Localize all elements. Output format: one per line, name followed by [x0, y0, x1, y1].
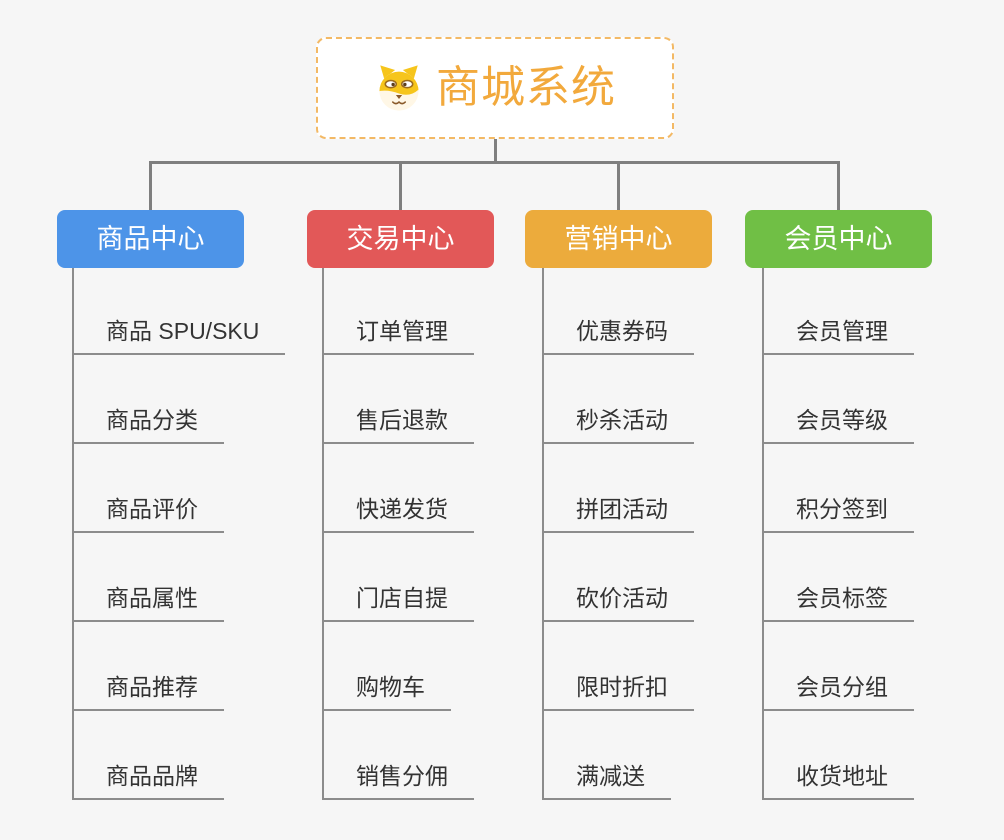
leaf-topic[interactable]: 会员管理 [764, 320, 914, 355]
leaf-topic[interactable]: 销售分佣 [324, 765, 474, 800]
leaf-topic[interactable]: 商品推荐 [74, 676, 224, 711]
root-topic[interactable]: 商城系统 [316, 37, 674, 139]
leaf-topic[interactable]: 商品品牌 [74, 765, 224, 800]
connector-drop-product [149, 161, 152, 210]
branch-label: 商品中心 [96, 223, 205, 254]
connector-drop-member [837, 161, 840, 210]
branch-children-column-marketing: 优惠券码 秒杀活动 拼团活动 砍价活动 限时折扣 满减送 [542, 268, 764, 800]
leaf-topic[interactable]: 会员标签 [764, 587, 914, 622]
root-topic-title: 商城系统 [436, 63, 616, 112]
branch-label: 会员中心 [784, 223, 893, 254]
branch-topic-product-center[interactable]: 商品中心 [57, 210, 244, 268]
leaf-topic[interactable]: 会员等级 [764, 409, 914, 444]
branch-topic-member-center[interactable]: 会员中心 [745, 210, 932, 268]
leaf-topic[interactable]: 商品评价 [74, 498, 224, 533]
leaf-topic[interactable]: 限时折扣 [544, 676, 694, 711]
leaf-topic[interactable]: 订单管理 [324, 320, 474, 355]
branch-topic-trade-center[interactable]: 交易中心 [307, 210, 494, 268]
branch-children-column-product: 商品 SPU/SKU 商品分类 商品评价 商品属性 商品推荐 商品品牌 [72, 268, 294, 800]
leaf-topic[interactable]: 商品属性 [74, 587, 224, 622]
leaf-topic[interactable]: 商品分类 [74, 409, 224, 444]
connector-bus [149, 161, 840, 164]
leaf-topic[interactable]: 售后退款 [324, 409, 474, 444]
dog-face-icon [374, 63, 424, 113]
connector-root-stem [494, 139, 497, 162]
branch-label: 交易中心 [346, 223, 455, 254]
leaf-topic[interactable]: 收货地址 [764, 765, 914, 800]
branch-children-column-trade: 订单管理 售后退款 快递发货 门店自提 购物车 销售分佣 [322, 268, 544, 800]
leaf-topic[interactable]: 优惠券码 [544, 320, 694, 355]
connector-drop-trade [399, 161, 402, 210]
branch-children-column-member: 会员管理 会员等级 积分签到 会员标签 会员分组 收货地址 [762, 268, 984, 800]
leaf-topic[interactable]: 积分签到 [764, 498, 914, 533]
leaf-topic[interactable]: 商品 SPU/SKU [74, 320, 286, 355]
leaf-topic[interactable]: 拼团活动 [544, 498, 694, 533]
leaf-topic[interactable]: 快递发货 [324, 498, 474, 533]
branch-topic-marketing-center[interactable]: 营销中心 [525, 210, 712, 268]
leaf-topic[interactable]: 购物车 [324, 676, 451, 711]
leaf-topic[interactable]: 砍价活动 [544, 587, 694, 622]
leaf-topic[interactable]: 会员分组 [764, 676, 914, 711]
leaf-topic[interactable]: 满减送 [544, 765, 671, 800]
connector-drop-marketing [617, 161, 620, 210]
branch-label: 营销中心 [564, 223, 673, 254]
leaf-topic[interactable]: 门店自提 [324, 587, 474, 622]
leaf-topic[interactable]: 秒杀活动 [544, 409, 694, 444]
